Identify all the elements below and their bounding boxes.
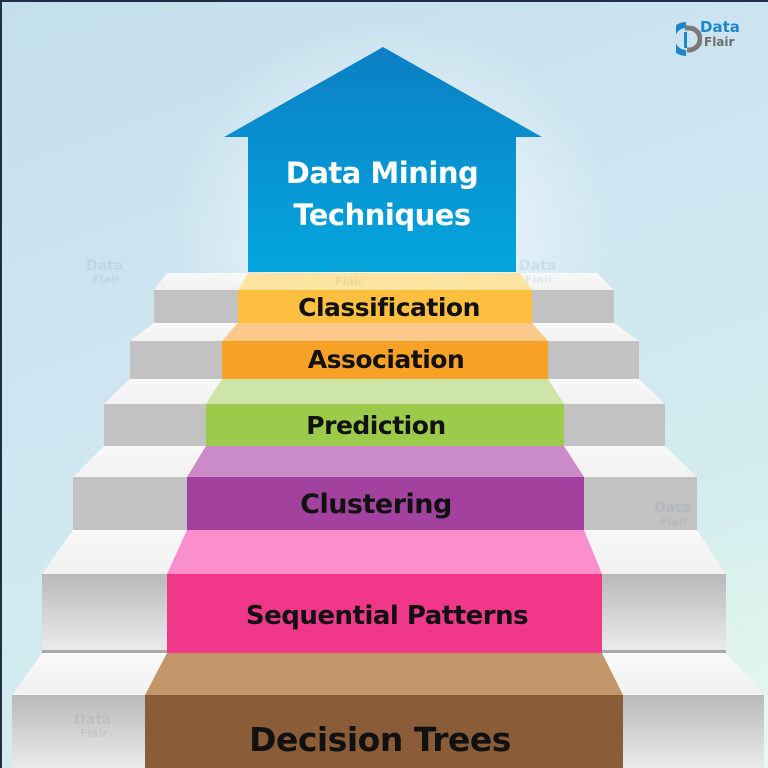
house-arrow-shape — [224, 47, 542, 272]
step-label-classification: Classification — [298, 293, 480, 322]
step-label-decision-trees: Decision Trees — [249, 720, 511, 759]
step-label-association: Association — [307, 345, 465, 374]
stair-step-1 — [154, 273, 614, 323]
title-line-1: Data Mining — [285, 156, 479, 190]
step-label-sequential-patterns: Sequential Patterns — [245, 601, 529, 631]
dataflair-logo-text: Data Flair — [700, 20, 740, 50]
watermark: Data Flair — [519, 258, 557, 286]
logo-line-1: Data — [700, 18, 740, 36]
diagram-title: Data Mining Techniques — [248, 152, 516, 236]
stair-step-6 — [12, 653, 764, 768]
step-label-prediction: Prediction — [306, 411, 446, 440]
dataflair-logo: Data Flair — [676, 20, 746, 56]
title-line-2: Techniques — [293, 198, 471, 232]
stair-step-5 — [42, 530, 726, 653]
dataflair-logo-icon — [676, 22, 702, 56]
watermark: Data Flair — [654, 500, 692, 528]
watermark: Data Flair — [86, 258, 124, 286]
watermark: Data Flair — [329, 260, 367, 288]
stair-step-2 — [130, 323, 639, 379]
logo-line-2: Flair — [704, 35, 735, 49]
stair-step-3 — [104, 379, 665, 446]
watermark: Data Flair — [74, 712, 112, 740]
stair-step-4 — [73, 446, 697, 530]
step-label-clustering: Clustering — [300, 489, 452, 520]
